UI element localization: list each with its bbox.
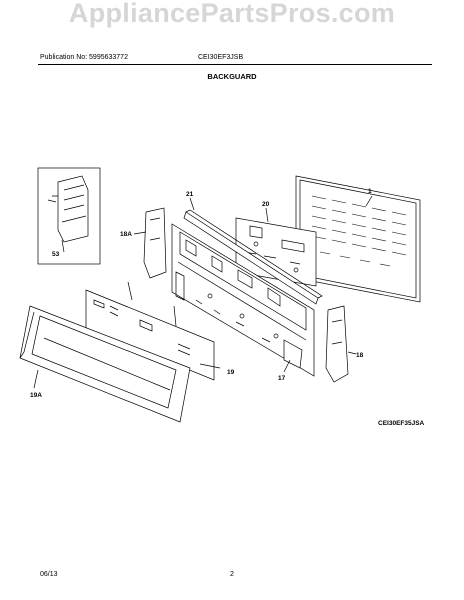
label-part-17: 17 xyxy=(278,375,286,382)
part-19-control-panel xyxy=(85,281,221,381)
part-1-rear-cover xyxy=(295,175,421,303)
part-18-right-endcap xyxy=(325,305,357,383)
diagram-reference-code: CEI30EF35JSA xyxy=(378,420,425,427)
label-part-19: 19 xyxy=(227,369,235,376)
label-part-18a: 18A xyxy=(120,231,132,238)
model-number: CEI30EF3JSB xyxy=(198,54,244,61)
section-title: BACKGUARD xyxy=(207,72,257,81)
footer-date: 06/13 xyxy=(40,571,58,578)
label-part-20: 20 xyxy=(262,201,270,208)
part-17-bracket xyxy=(283,339,303,373)
label-part-53: 53 xyxy=(52,251,60,258)
part-18a-left-endcap xyxy=(133,207,167,279)
part-21-trim-bar xyxy=(183,197,323,305)
label-part-21: 21 xyxy=(186,191,194,198)
part-19a-front-panel xyxy=(19,305,191,423)
publication-number: Publication No: 5995633772 xyxy=(40,54,128,61)
header-rule xyxy=(38,64,432,65)
page-number: 2 xyxy=(230,571,234,578)
inset-part-53 xyxy=(37,167,101,265)
watermark-logo: AppliancePartsPros.com xyxy=(68,0,396,28)
label-part-19a: 19A xyxy=(30,392,42,399)
label-part-1: 1 xyxy=(368,188,372,195)
backguard-frame xyxy=(171,223,315,377)
label-part-18: 18 xyxy=(356,352,364,359)
